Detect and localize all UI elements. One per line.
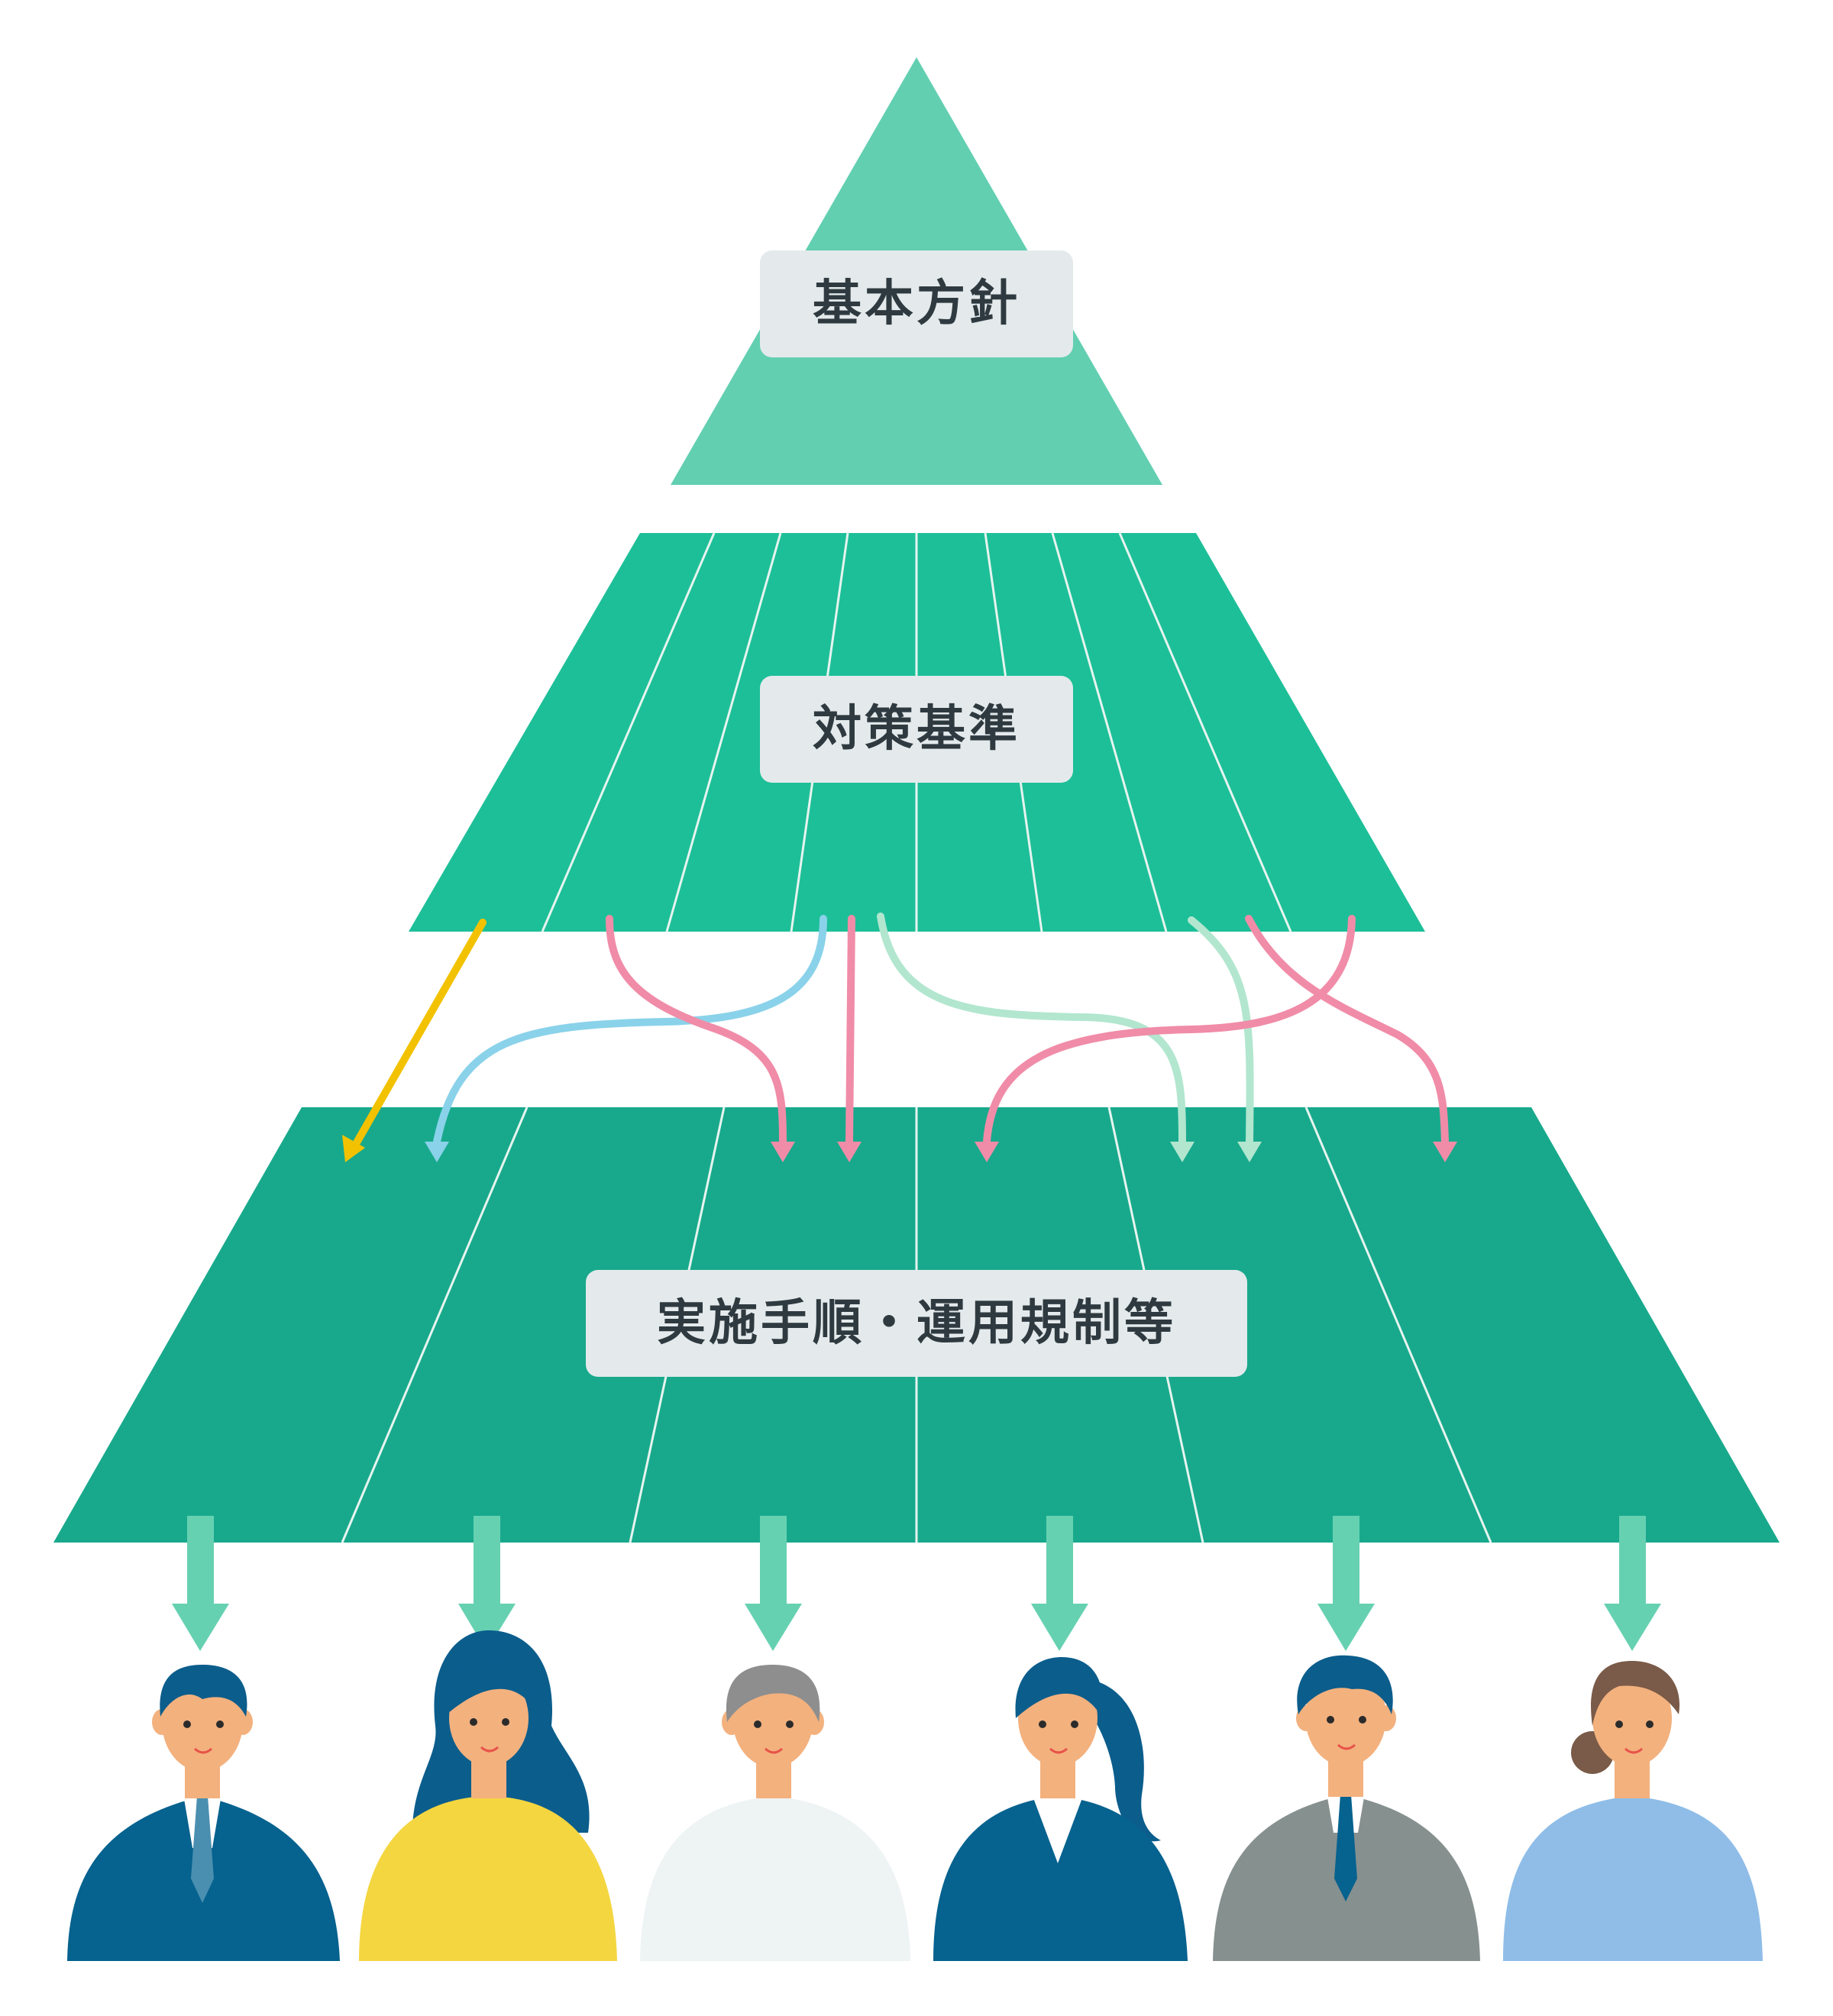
eye: [502, 1718, 509, 1726]
tier-middle: 対策基準: [409, 532, 1425, 932]
tier-middle-label: 対策基準: [813, 701, 1020, 758]
arrowhead: [771, 1142, 795, 1162]
down-arrow: [458, 1516, 516, 1651]
tie: [1334, 1795, 1357, 1901]
eye: [1615, 1720, 1623, 1728]
tier-top-label-box: [760, 250, 1073, 357]
down-arrow: [172, 1516, 229, 1651]
flow-arrows: [342, 913, 1457, 1162]
flow-arrow-pink-1: [606, 915, 787, 1145]
person-woman-navy-suit: [933, 1657, 1188, 1961]
arrowhead: [975, 1142, 999, 1162]
flow-arrow-pink-4: [1245, 915, 1449, 1145]
hair: [160, 1665, 247, 1717]
divider: [1051, 532, 1168, 932]
eye: [1071, 1720, 1078, 1728]
person-woman-yellow-sweater: [359, 1630, 617, 1961]
arrowhead: [837, 1142, 862, 1162]
person-man-grey-suit: [1213, 1655, 1480, 1961]
arrowhead: [1170, 1142, 1195, 1162]
divider: [1118, 532, 1292, 932]
shirt: [1033, 1796, 1083, 1863]
mouth: [764, 1747, 784, 1754]
face: [1305, 1667, 1386, 1766]
body: [1503, 1796, 1763, 1961]
mouth: [1337, 1743, 1356, 1750]
person-older-person-white: [640, 1665, 910, 1961]
eye: [1039, 1720, 1046, 1728]
divider: [1304, 1107, 1492, 1543]
tier-top: 基本方針: [671, 57, 1162, 485]
down-arrow: [1604, 1516, 1661, 1651]
arrowhead: [1237, 1142, 1262, 1162]
flow-arrow-yellow: [349, 919, 487, 1153]
tier-bottom-label: 実施手順・運用規制等: [657, 1295, 1176, 1352]
down-arrows: [172, 1516, 1661, 1651]
flow-arrow-pink-2: [845, 915, 855, 1145]
eye: [754, 1720, 761, 1728]
arrowhead: [425, 1142, 449, 1162]
hair: [1297, 1655, 1393, 1714]
divider: [541, 532, 716, 932]
divider: [341, 1107, 529, 1543]
ponytail: [1088, 1680, 1161, 1842]
mouth: [1049, 1747, 1068, 1754]
tier-top-label: 基本方針: [813, 276, 1020, 332]
hair: [726, 1665, 820, 1722]
arrowhead: [1433, 1142, 1457, 1162]
mouth: [480, 1746, 499, 1753]
eye: [1359, 1716, 1366, 1724]
eye: [786, 1720, 794, 1728]
down-arrow: [745, 1516, 802, 1651]
mouth: [1624, 1747, 1644, 1754]
hair: [1591, 1661, 1680, 1726]
body: [640, 1796, 910, 1961]
hair-fringe: [447, 1656, 535, 1714]
mouth: [193, 1747, 213, 1754]
person-woman-light-blue: [1503, 1661, 1763, 1961]
eye: [1646, 1720, 1654, 1728]
people-row: [67, 1630, 1763, 1961]
hair: [1015, 1657, 1103, 1718]
person-man-navy-suit: [67, 1665, 340, 1961]
body: [359, 1796, 617, 1961]
body: [933, 1796, 1188, 1961]
arrowhead: [342, 1135, 365, 1162]
tier-middle-label-box: [760, 676, 1073, 783]
eye: [1327, 1716, 1334, 1724]
eye: [183, 1720, 191, 1728]
eye: [216, 1720, 224, 1728]
tier-bottom-label-box: [586, 1270, 1247, 1377]
tier-bottom: 実施手順・運用規制等: [53, 1107, 1780, 1543]
down-arrow: [1317, 1516, 1375, 1651]
flow-arrow-pink-3: [983, 915, 1356, 1145]
flow-arrow-blue: [433, 915, 827, 1145]
flow-arrow-mint: [877, 913, 1186, 1145]
tie: [191, 1796, 214, 1903]
eye: [470, 1718, 477, 1726]
divider: [665, 532, 782, 932]
face: [1592, 1670, 1672, 1766]
flow-arrow-mint-2: [1188, 916, 1254, 1145]
down-arrow: [1031, 1516, 1088, 1651]
